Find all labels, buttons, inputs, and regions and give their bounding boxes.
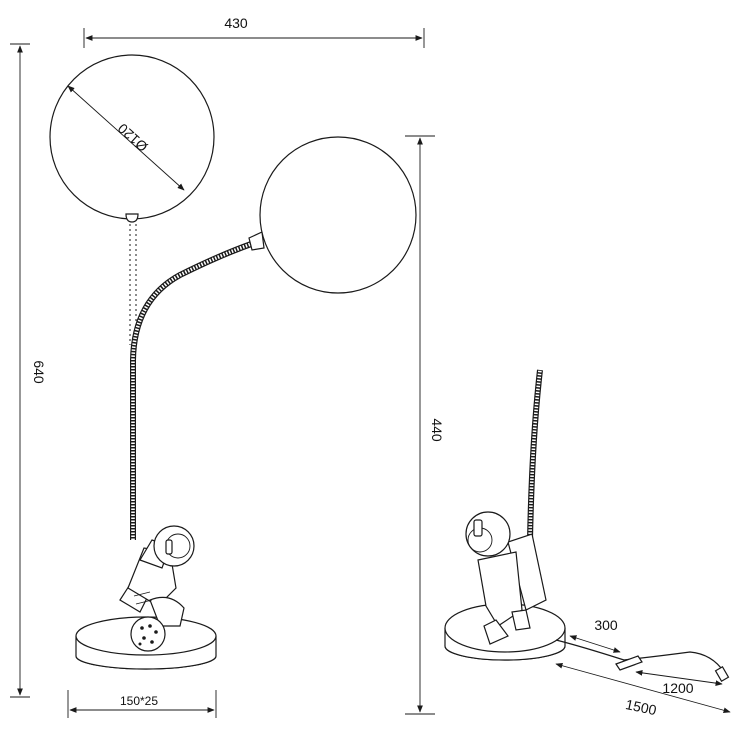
side-height-label: 440 xyxy=(429,418,445,442)
globe-bent xyxy=(259,136,417,294)
astronaut-front xyxy=(119,525,195,652)
cable-total-label: 1500 xyxy=(624,696,658,718)
dimension-height: 640 xyxy=(10,43,47,698)
usb-plug xyxy=(714,665,730,683)
cable-mid-label: 1200 xyxy=(662,680,693,696)
side-lamp: 300 1200 1500 xyxy=(444,369,731,718)
base-size-label: 150*25 xyxy=(120,694,158,708)
astronaut-side xyxy=(465,511,547,645)
height-label: 640 xyxy=(31,360,47,384)
diameter-label: Ø120 xyxy=(114,120,150,155)
cable-short-label: 300 xyxy=(594,617,618,633)
dimension-width: 430 xyxy=(83,15,425,48)
moon-ball xyxy=(130,616,166,652)
dimension-side-height: 440 xyxy=(405,135,445,715)
front-lamp: Ø120 xyxy=(49,54,417,718)
width-label: 430 xyxy=(224,15,248,31)
